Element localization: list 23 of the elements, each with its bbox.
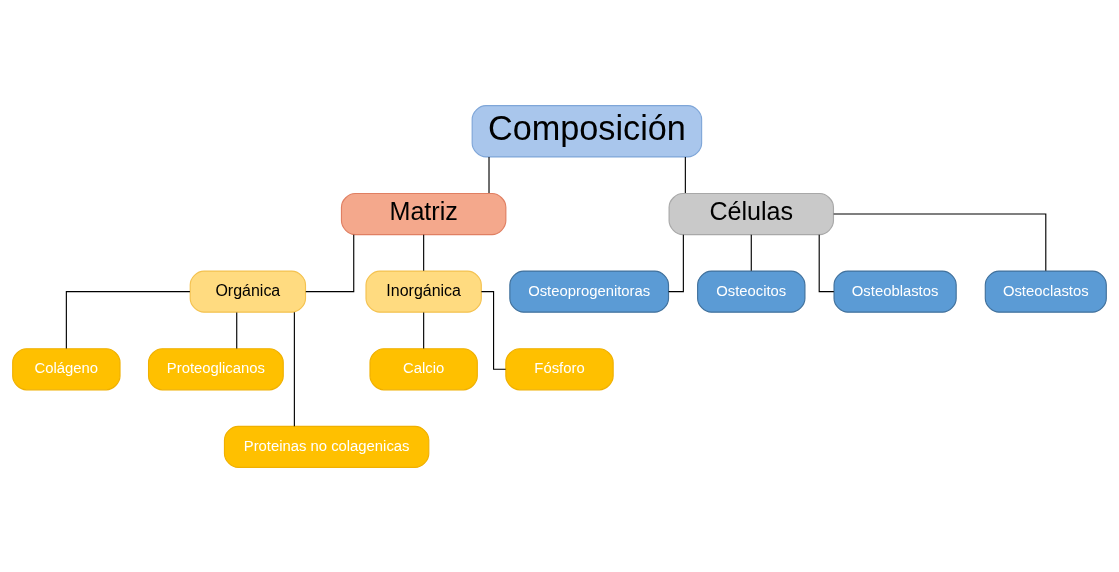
connector [750,233,752,271]
node-box: Proteoglicanos [148,347,284,390]
node-box: Inorgánica [365,270,482,313]
node-box: Orgánica [189,270,307,313]
connector [305,233,355,292]
connector [423,311,425,349]
node-box: Calcio [369,347,478,390]
node-box: Osteoblastos [833,270,957,313]
connector [65,290,191,349]
connector [833,212,1047,271]
node-box: Células [668,192,835,235]
node-box: Fósforo [505,347,614,390]
connector [236,311,238,349]
node-box: Proteinas no colagenicas [223,425,430,468]
connector [423,233,425,271]
node-box: Osteoprogenitoras [509,270,670,313]
node-box: Osteocitos [697,270,806,313]
node-box: Colágeno [12,347,121,390]
connector [293,311,295,427]
node-box: Osteoclastos [984,270,1107,313]
connector [684,155,686,194]
node-box: Composición [471,104,703,157]
node-box: Matriz [340,192,507,235]
